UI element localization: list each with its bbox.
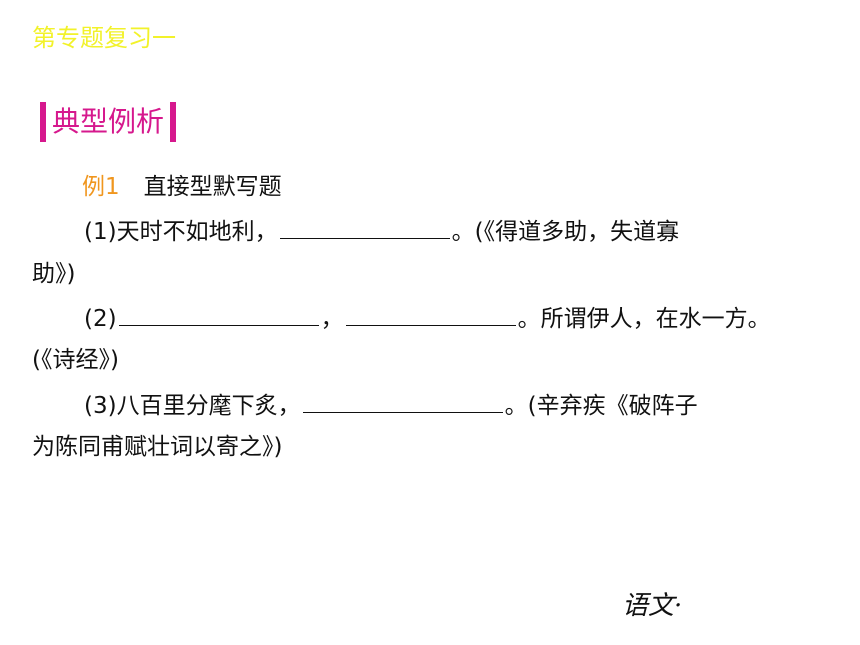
slide-header: 第专题复习一 — [32, 24, 176, 52]
example-title: 直接型默写题 — [143, 174, 282, 200]
section-bar-right — [170, 102, 177, 142]
answer-blank-1[interactable] — [279, 214, 450, 239]
question-1-continuation: 助》) — [32, 261, 76, 287]
question-3-continuation: 为陈同甫赋壮词以寄之》) — [32, 434, 283, 460]
example-label: 例1 — [82, 174, 120, 200]
section-bar-left — [40, 102, 46, 142]
question-2-suffix: 。所谓伊人，在水一方。 — [517, 306, 771, 332]
question-3-line-2: 为陈同甫赋壮词以寄之》) — [32, 431, 282, 463]
question-1-suffix: 。(《得道多助，失道寡 — [451, 219, 680, 245]
question-2-line-1: (2) ， 。所谓伊人，在水一方。 — [84, 301, 771, 335]
question-3-suffix: 。(辛弃疾《破阵子 — [504, 393, 698, 419]
footer-subject: 语文· — [622, 591, 683, 621]
question-1-line-1: (1)天时不如地利， 。(《得道多助，失道寡 — [84, 214, 679, 248]
question-2-line-2: (《诗经》) — [32, 344, 119, 376]
question-2-continuation: (《诗经》) — [32, 347, 119, 373]
section-heading: 典型例析 — [40, 100, 177, 144]
question-1-prefix: (1)天时不如地利， — [84, 219, 278, 245]
question-2-prefix: (2) — [84, 306, 117, 332]
question-3-prefix: (3)八百里分麾下炙， — [84, 393, 301, 419]
example-heading: 例1 直接型默写题 — [82, 171, 282, 203]
question-2-mid: ， — [320, 306, 344, 332]
answer-blank-2a[interactable] — [118, 301, 319, 326]
question-1-line-2: 助》) — [32, 258, 75, 290]
answer-blank-2b[interactable] — [345, 301, 516, 326]
section-title: 典型例析 — [52, 105, 165, 138]
question-3-line-1: (3)八百里分麾下炙， 。(辛弃疾《破阵子 — [84, 388, 698, 422]
answer-blank-3[interactable] — [302, 388, 503, 413]
